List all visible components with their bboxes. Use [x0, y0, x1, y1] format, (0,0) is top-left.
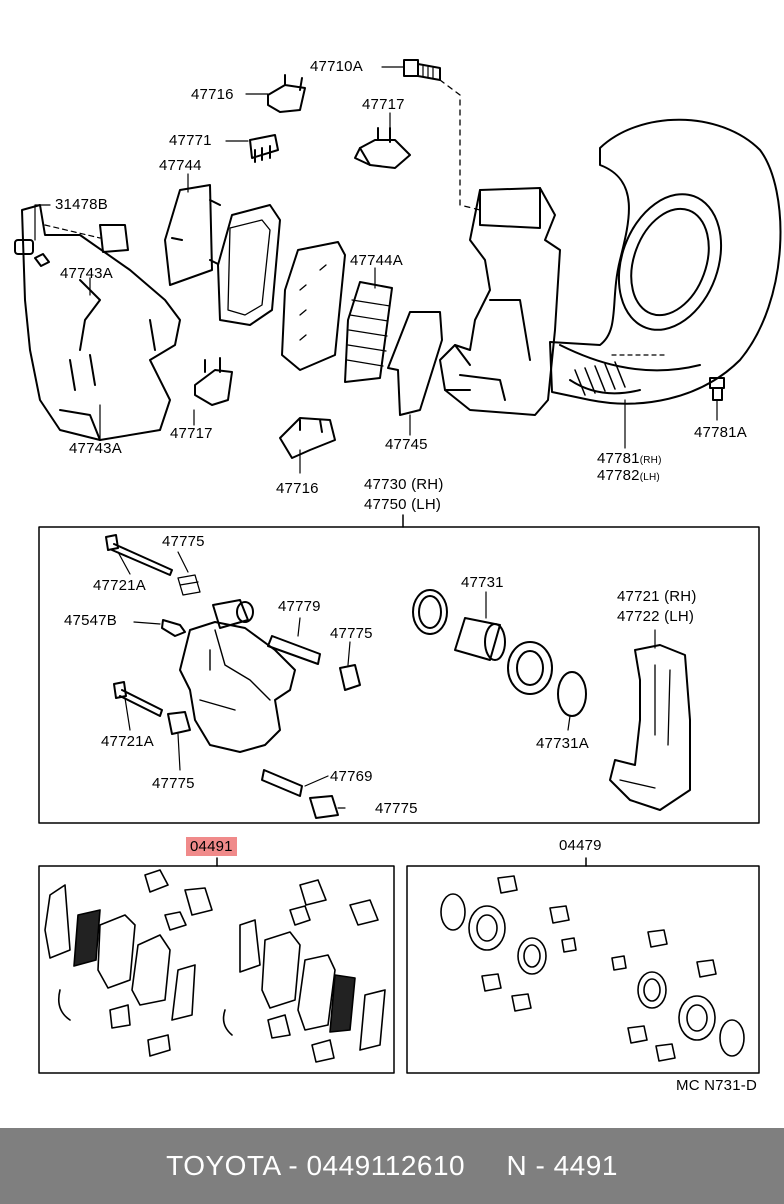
dust-shield [549, 118, 782, 405]
label-47730: 47730 (RH) [364, 476, 444, 493]
label-47775-d: 47775 [375, 800, 418, 817]
label-47781A: 47781A [694, 424, 747, 441]
label-47721A-b: 47721A [101, 733, 154, 750]
label-47717-mid: 47717 [170, 425, 213, 442]
label-47721: 47721 (RH) [617, 588, 697, 605]
label-47743A-bot: 47743A [69, 440, 122, 457]
label-47743A-top: 47743A [60, 265, 113, 282]
label-47779: 47779 [278, 598, 321, 615]
pad-kit-box [38, 865, 395, 1074]
brake-assembly-diagram [14, 59, 782, 1074]
label-47731A: 47731A [536, 735, 589, 752]
caliper-mount-bracket [439, 187, 561, 416]
label-47745: 47745 [385, 436, 428, 453]
label-47782-number: 47782 [597, 467, 640, 484]
caliper-kit-box [38, 526, 760, 824]
label-47717-top: 47717 [362, 96, 405, 113]
label-47710A: 47710A [310, 58, 363, 75]
bolt-47710A [403, 59, 441, 81]
anti-squeal-shim-47745 [387, 311, 443, 416]
brake-pad-inner [281, 241, 346, 371]
anti-squeal-shim-47744 [164, 184, 221, 286]
caliper-body-upper [14, 204, 181, 441]
label-47782-suffix: (LH) [639, 472, 660, 483]
caliper-kit-parts [105, 534, 691, 819]
label-47771: 47771 [169, 132, 212, 149]
clip-47717-top [354, 127, 411, 169]
label-47721A-a: 47721A [93, 577, 146, 594]
label-47744A: 47744A [350, 252, 403, 269]
label-47781-suffix: (RH) [639, 455, 662, 466]
seal-kit-box [406, 865, 760, 1074]
leader-lines-kit [117, 551, 656, 809]
label-47722: 47722 (LH) [617, 608, 695, 625]
label-47781-number: 47781 [597, 450, 640, 467]
clip-47716-bot [279, 417, 336, 459]
label-47547B: 47547B [64, 612, 117, 629]
leader-lines-upper [34, 66, 718, 474]
shim-47771 [249, 134, 279, 163]
label-47731: 47731 [461, 574, 504, 591]
footer-part-number-text: TOYOTA - 0449112610 N - 4491 [166, 1150, 618, 1181]
label-47781: 47781(RH) [597, 450, 662, 469]
label-47716-top: 47716 [191, 86, 234, 103]
footer-bar: TOYOTA - 0449112610 N - 4491 [0, 1128, 784, 1204]
clip-47716-top [267, 74, 306, 113]
seal-kit-parts [440, 875, 745, 1062]
diagram-code: MC N731-D [676, 1077, 757, 1094]
pad-kit-parts [44, 869, 386, 1063]
clip-47717-mid [194, 357, 233, 406]
anti-squeal-shim-47744A [344, 281, 393, 383]
label-47716-bot: 47716 [276, 480, 319, 497]
label-kit-04491-highlighted: 04491 [186, 837, 237, 856]
label-47775-b: 47775 [330, 625, 373, 642]
label-47775-c: 47775 [152, 775, 195, 792]
label-kit-04479: 04479 [559, 837, 602, 854]
label-31478B: 31478B [55, 196, 108, 213]
label-47750: 47750 (LH) [364, 496, 442, 513]
brake-pad-outer [217, 204, 281, 326]
label-47775-a: 47775 [162, 533, 205, 550]
label-47782: 47782(LH) [597, 467, 660, 486]
label-47744: 47744 [159, 157, 202, 174]
label-47769: 47769 [330, 768, 373, 785]
